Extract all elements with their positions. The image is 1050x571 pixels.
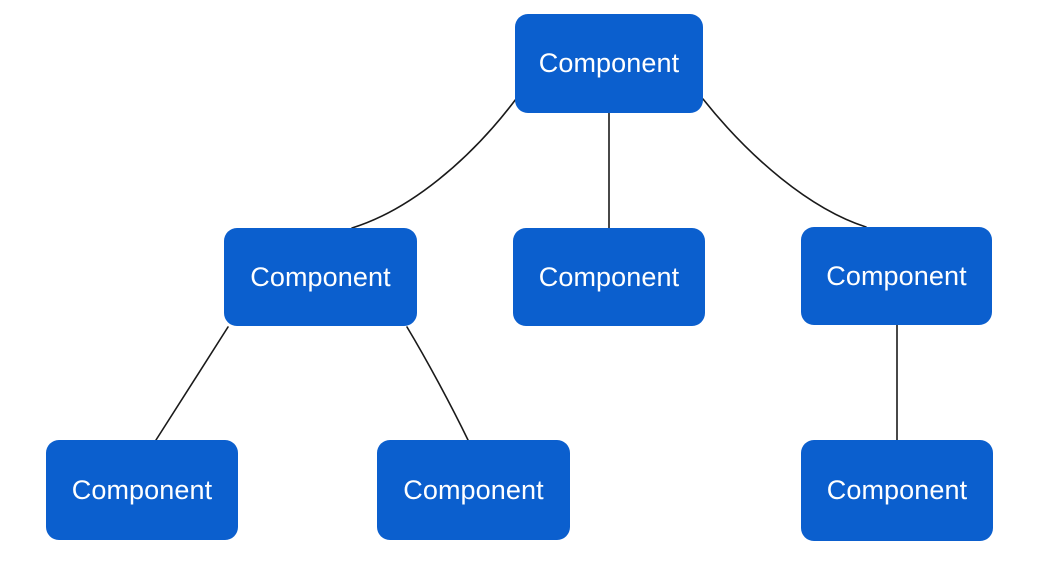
edge-l2-left-to-l3-left — [155, 326, 229, 441]
edge-l2-left-to-l3-middle — [406, 326, 469, 441]
node-l2-right[interactable]: Component — [801, 227, 992, 325]
node-label: Component — [71, 474, 213, 505]
node-label: Component — [250, 261, 391, 292]
node-l3-right[interactable]: Component — [801, 440, 993, 541]
node-l2-middle[interactable]: Component — [513, 228, 705, 326]
node-label: Component — [403, 474, 544, 505]
node-l2-left[interactable]: Component — [224, 228, 417, 326]
node-l3-middle[interactable]: Component — [377, 440, 570, 540]
node-label: Component — [538, 48, 680, 78]
node-root[interactable]: Component — [515, 14, 703, 113]
node-l3-left[interactable]: Component — [46, 440, 238, 540]
node-label: Component — [826, 475, 968, 505]
edge-root-to-l2-left — [351, 98, 517, 229]
node-label: Component — [826, 260, 967, 291]
node-label: Component — [538, 261, 680, 292]
edge-root-to-l2-right — [702, 98, 867, 228]
